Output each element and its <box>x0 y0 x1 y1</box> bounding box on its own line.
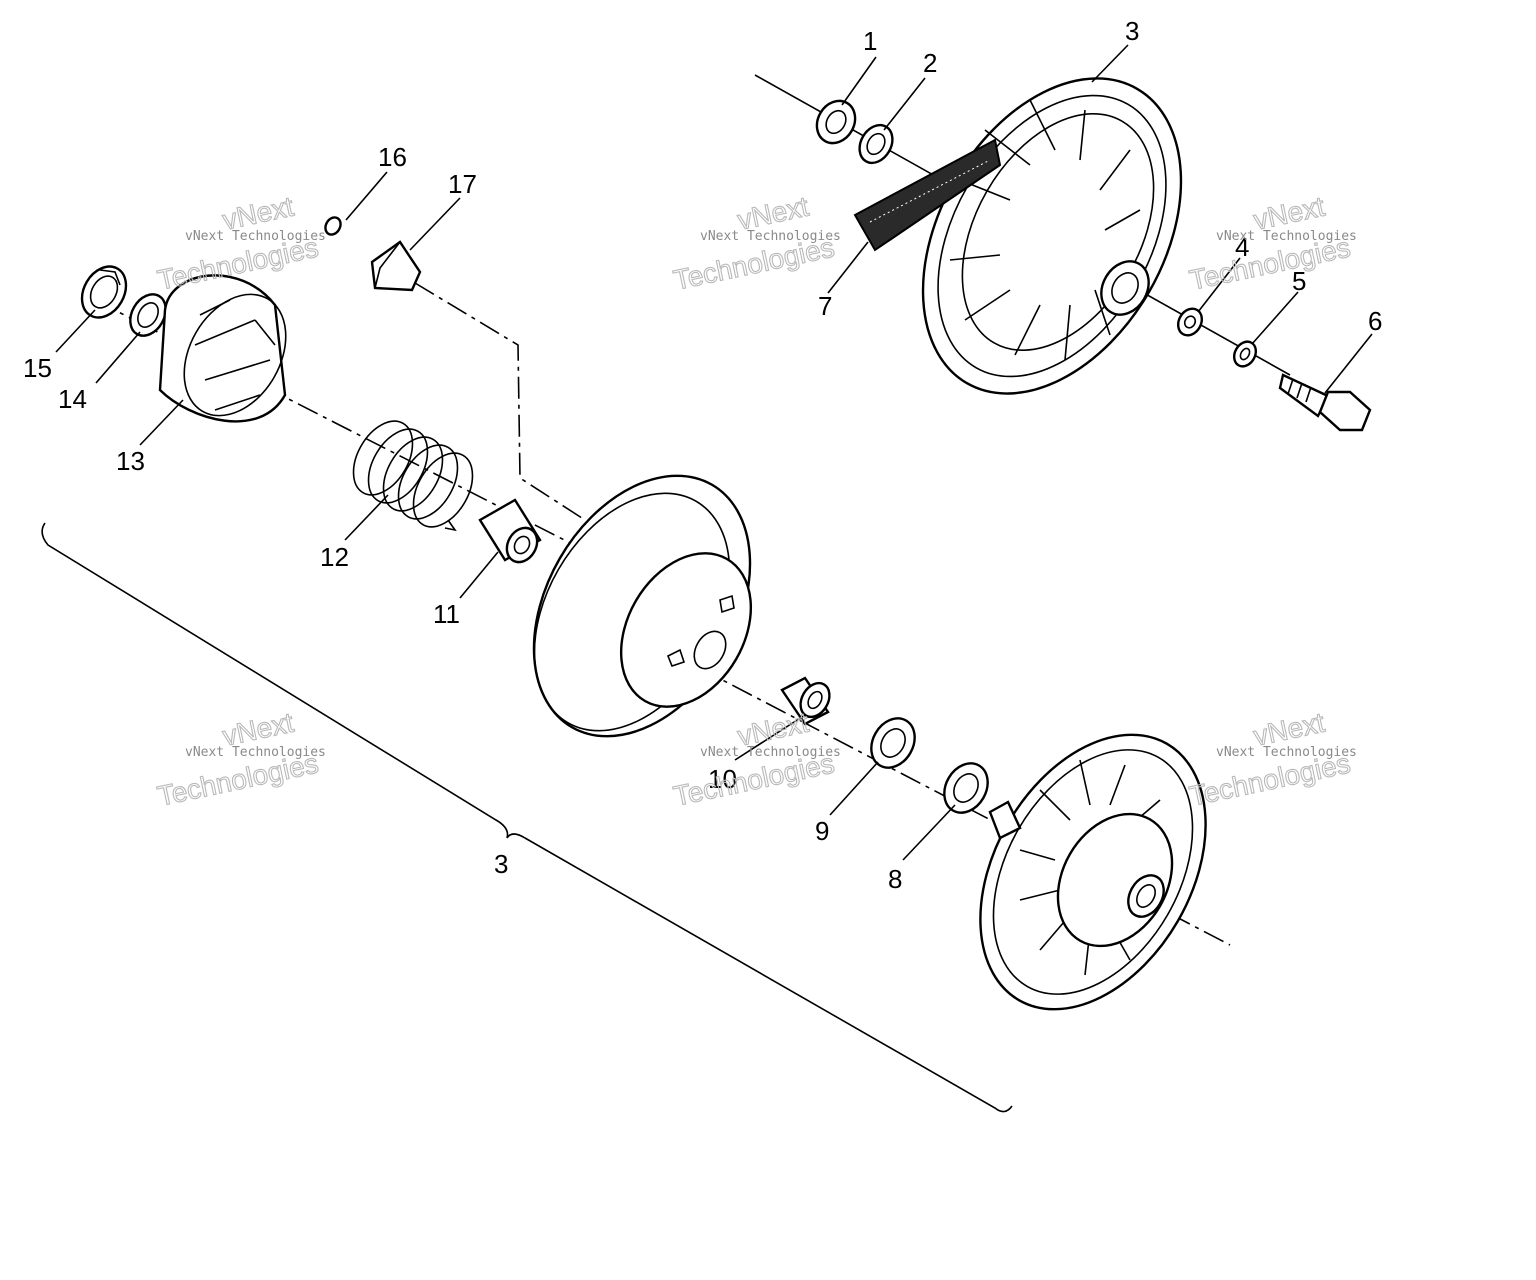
watermark-bottom-right: vNext Technologies vNext Technologies <box>1186 706 1357 812</box>
snap-ring-part-15 <box>80 265 128 319</box>
retainer-part-16 <box>324 216 342 236</box>
svg-text:vNext Technologies: vNext Technologies <box>1216 229 1357 244</box>
bushing-part-10 <box>780 676 831 726</box>
watermark-top-center: vNext Technologies vNext Technologies <box>670 190 841 296</box>
svg-text:vNext Technologies: vNext Technologies <box>700 745 841 760</box>
movable-sheave-part-3 <box>921 77 1183 395</box>
callout-3-bracket: 3 <box>494 849 508 879</box>
spring-part-12 <box>352 420 474 532</box>
washer-part-2 <box>858 123 894 165</box>
callout-8: 8 <box>888 864 902 894</box>
callout-17: 17 <box>448 169 477 199</box>
axis-line-pin <box>414 282 586 521</box>
washer-part-14 <box>129 293 167 337</box>
watermark-bottom-center: vNext Technologies vNext Technologies <box>670 706 841 812</box>
callout-2: 2 <box>923 48 937 78</box>
washer-part-9 <box>870 717 916 769</box>
callout-11: 11 <box>433 599 460 629</box>
bolt-part-6 <box>1278 373 1372 432</box>
svg-text:vNext Technologies: vNext Technologies <box>700 229 841 244</box>
callout-1: 1 <box>863 26 877 56</box>
callout-5: 5 <box>1292 266 1306 296</box>
svg-text:vNext Technologies: vNext Technologies <box>185 745 326 760</box>
driven-sheave-half <box>979 733 1207 1011</box>
callout-10: 10 <box>708 764 737 794</box>
wear-block-part-7 <box>853 138 1002 252</box>
washer-part-4 <box>1176 307 1204 337</box>
bushing-part-11 <box>478 498 542 564</box>
callout-labels: 1 2 3 4 5 6 7 8 9 10 11 12 13 14 15 16 1… <box>23 16 1382 894</box>
watermark-top-right: vNext Technologies vNext Technologies <box>1186 190 1357 296</box>
callout-4: 4 <box>1235 232 1249 262</box>
callout-13: 13 <box>116 446 145 476</box>
callout-3-top: 3 <box>1125 16 1139 46</box>
svg-text:vNext Technologies: vNext Technologies <box>1216 745 1357 760</box>
roller-button-part-17 <box>370 240 422 292</box>
callout-9: 9 <box>815 816 829 846</box>
stationary-sheave-half <box>532 474 753 738</box>
cam-part-13 <box>158 274 287 423</box>
watermark-group: vNext Technologies vNext Technologies vN… <box>154 190 1357 812</box>
callout-14: 14 <box>58 384 87 414</box>
callout-12: 12 <box>320 542 349 572</box>
bearing-part-1 <box>815 99 857 145</box>
leader-lines <box>55 44 1373 861</box>
washer-part-8 <box>943 762 989 814</box>
callout-7: 7 <box>818 291 832 321</box>
assembly-bracket <box>41 522 1013 1113</box>
watermark-bottom-left: vNext Technologies vNext Technologies <box>154 706 326 812</box>
callout-16: 16 <box>378 142 407 172</box>
callout-6: 6 <box>1368 306 1382 336</box>
lock-washer-part-5 <box>1232 340 1258 368</box>
callout-15: 15 <box>23 353 52 383</box>
svg-text:vNext Technologies: vNext Technologies <box>185 229 326 244</box>
